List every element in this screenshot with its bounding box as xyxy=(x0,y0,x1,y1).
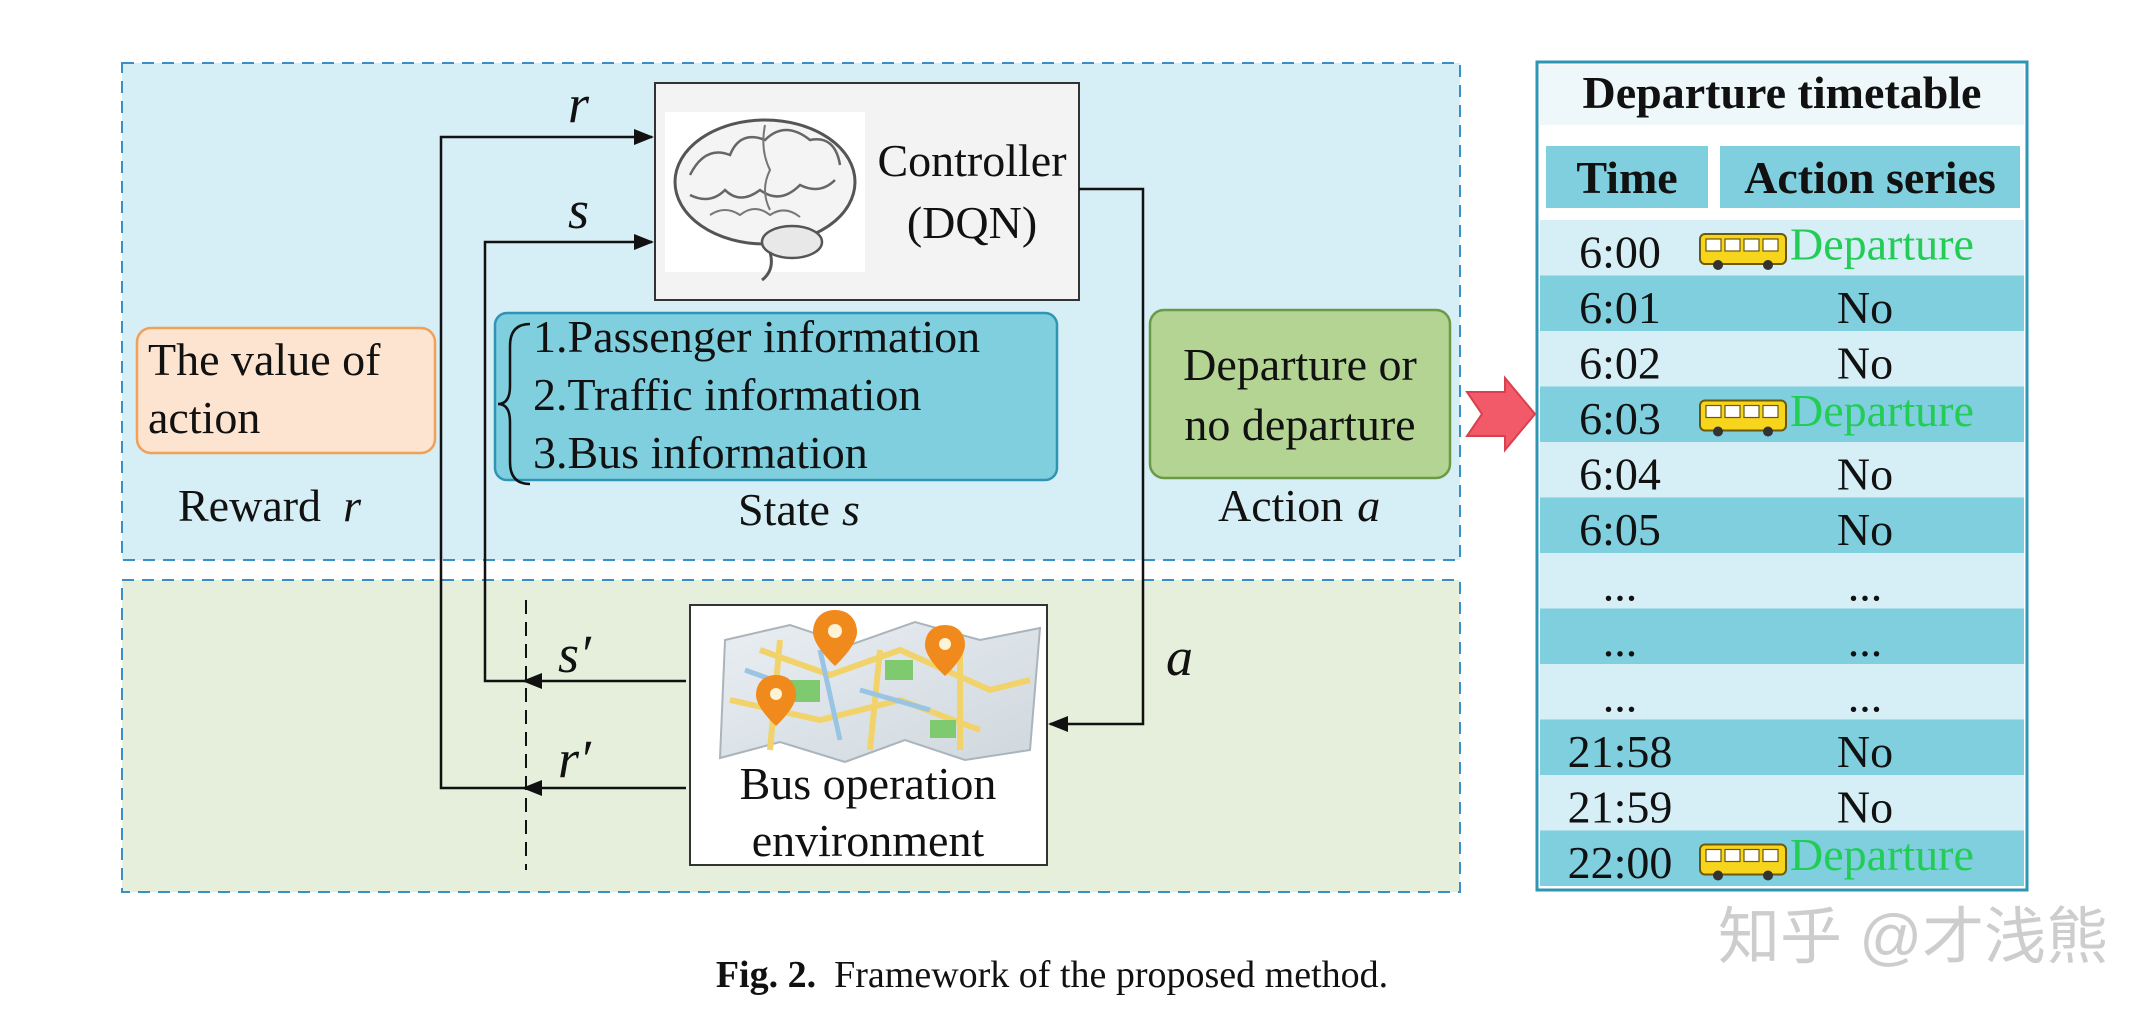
timetable-action-cell: ... xyxy=(1848,671,1883,722)
timetable-row-bg xyxy=(1540,775,2024,831)
state-item-3: 3.Bus information xyxy=(533,427,868,478)
map-icon xyxy=(718,610,1042,764)
timetable-action-cell: No xyxy=(1837,782,1893,833)
timetable-time-cell: 6:05 xyxy=(1579,504,1661,555)
state-item-1: 1.Passenger information xyxy=(533,311,980,362)
timetable-title: Departure timetable xyxy=(1583,67,1982,118)
bus-icon xyxy=(1699,843,1787,881)
label-a: a xyxy=(1166,627,1193,687)
timetable-action-cell: No xyxy=(1837,726,1893,777)
timetable-action-cell: No xyxy=(1837,282,1893,333)
controller-label-line2: (DQN) xyxy=(907,197,1037,248)
state-brace xyxy=(497,322,531,486)
timetable-action-cell: No xyxy=(1837,338,1893,389)
controller-label-line1: Controller xyxy=(877,135,1066,186)
reward-box-line2: action xyxy=(148,392,260,443)
feedback-arrows xyxy=(439,129,1145,796)
header-time-cell xyxy=(1546,146,1708,208)
timetable-row: 6:05 No xyxy=(1540,497,2024,555)
timetable-row-bg xyxy=(1540,331,2024,387)
timetable-row-bg xyxy=(1540,553,2024,609)
timetable-time-cell: 6:02 xyxy=(1579,338,1661,389)
timetable-row: 6:00 Departure xyxy=(1540,219,2024,278)
action-box: Departure or no departure xyxy=(1148,308,1452,480)
environment-label-line2: environment xyxy=(752,815,985,866)
timetable-time-cell: ... xyxy=(1603,615,1638,666)
timetable-time-cell: 6:01 xyxy=(1579,282,1661,333)
timetable-row-bg xyxy=(1540,497,2024,553)
timetable-row: 6:01 No xyxy=(1540,275,2024,333)
timetable-action-cell: Departure xyxy=(1790,385,1974,436)
label-s: s xyxy=(568,180,589,240)
environment-label-line1: Bus operation xyxy=(740,758,997,809)
action-box-line2: no departure xyxy=(1184,399,1415,450)
state-box: 1.Passenger information 2.Traffic inform… xyxy=(493,311,1059,486)
timetable-row-bg xyxy=(1540,275,2024,331)
timetable-action-cell: Departure xyxy=(1790,219,1974,270)
state-item-2: 2.Traffic information xyxy=(533,369,921,420)
timetable-time-cell: ... xyxy=(1603,560,1638,611)
timetable-row-bg xyxy=(1540,608,2024,664)
timetable-action-cell: ... xyxy=(1848,560,1883,611)
timetable-row-bg xyxy=(1540,442,2024,498)
bus-icon xyxy=(1699,233,1787,270)
bus-icon xyxy=(1699,399,1787,437)
timetable-row: 22:00 Departure xyxy=(1540,829,2024,888)
timetable-action-cell: No xyxy=(1837,504,1893,555)
header-action-cell xyxy=(1720,146,2020,208)
timetable-action-cell: ... xyxy=(1848,615,1883,666)
label-r-prime: r′ xyxy=(558,729,592,789)
reward-arrow xyxy=(439,129,686,790)
timetable-row: 21:59 No xyxy=(1540,775,2024,833)
reward-box: The value of action xyxy=(135,326,437,455)
departure-timetable: Departure timetable Time Action series 6… xyxy=(1535,60,2029,892)
timetable-row-bg xyxy=(1540,719,2024,775)
timetable-time-cell: 21:59 xyxy=(1568,782,1673,833)
timetable-action-cell: No xyxy=(1837,449,1893,500)
timetable-row: 6:02 No xyxy=(1540,331,2024,389)
timetable-row: ...... xyxy=(1540,664,2024,722)
timetable-row: ...... xyxy=(1540,553,2024,611)
timetable-row-bg xyxy=(1540,664,2024,720)
state-arrow xyxy=(483,234,686,683)
timetable-header-time: Time xyxy=(1576,152,1677,203)
timetable-row: 6:03 Departure xyxy=(1540,385,2024,444)
environment-box: Bus operation environment xyxy=(689,604,1048,866)
timetable-time-cell: ... xyxy=(1603,671,1638,722)
output-arrow-icon xyxy=(1465,375,1537,453)
label-s-prime: s′ xyxy=(558,624,592,684)
timetable-time-cell: 6:03 xyxy=(1579,393,1661,444)
controller-box: Controller (DQN) xyxy=(654,82,1080,301)
timetable-time-cell: 21:58 xyxy=(1568,726,1673,777)
timetable-action-cell: Departure xyxy=(1790,829,1974,880)
timetable-time-cell: 6:00 xyxy=(1579,227,1661,278)
timetable-row: 21:58 No xyxy=(1540,719,2024,777)
label-r: r xyxy=(568,74,590,134)
action-box-line1: Departure or xyxy=(1183,339,1417,390)
timetable-time-cell: 6:04 xyxy=(1579,449,1661,500)
timetable-row: 6:04 No xyxy=(1540,442,2024,500)
timetable-row: ...... xyxy=(1540,608,2024,666)
timetable-time-cell: 22:00 xyxy=(1568,837,1673,888)
brain-icon xyxy=(665,112,865,282)
reward-box-line1: The value of xyxy=(148,334,381,385)
figure-caption: Fig. 2.Framework of the proposed method. xyxy=(716,954,1388,996)
watermark: 知乎 @才浅熊 xyxy=(1718,903,2108,972)
timetable-header-action: Action series xyxy=(1744,152,1996,203)
action-arrow xyxy=(1048,187,1145,732)
